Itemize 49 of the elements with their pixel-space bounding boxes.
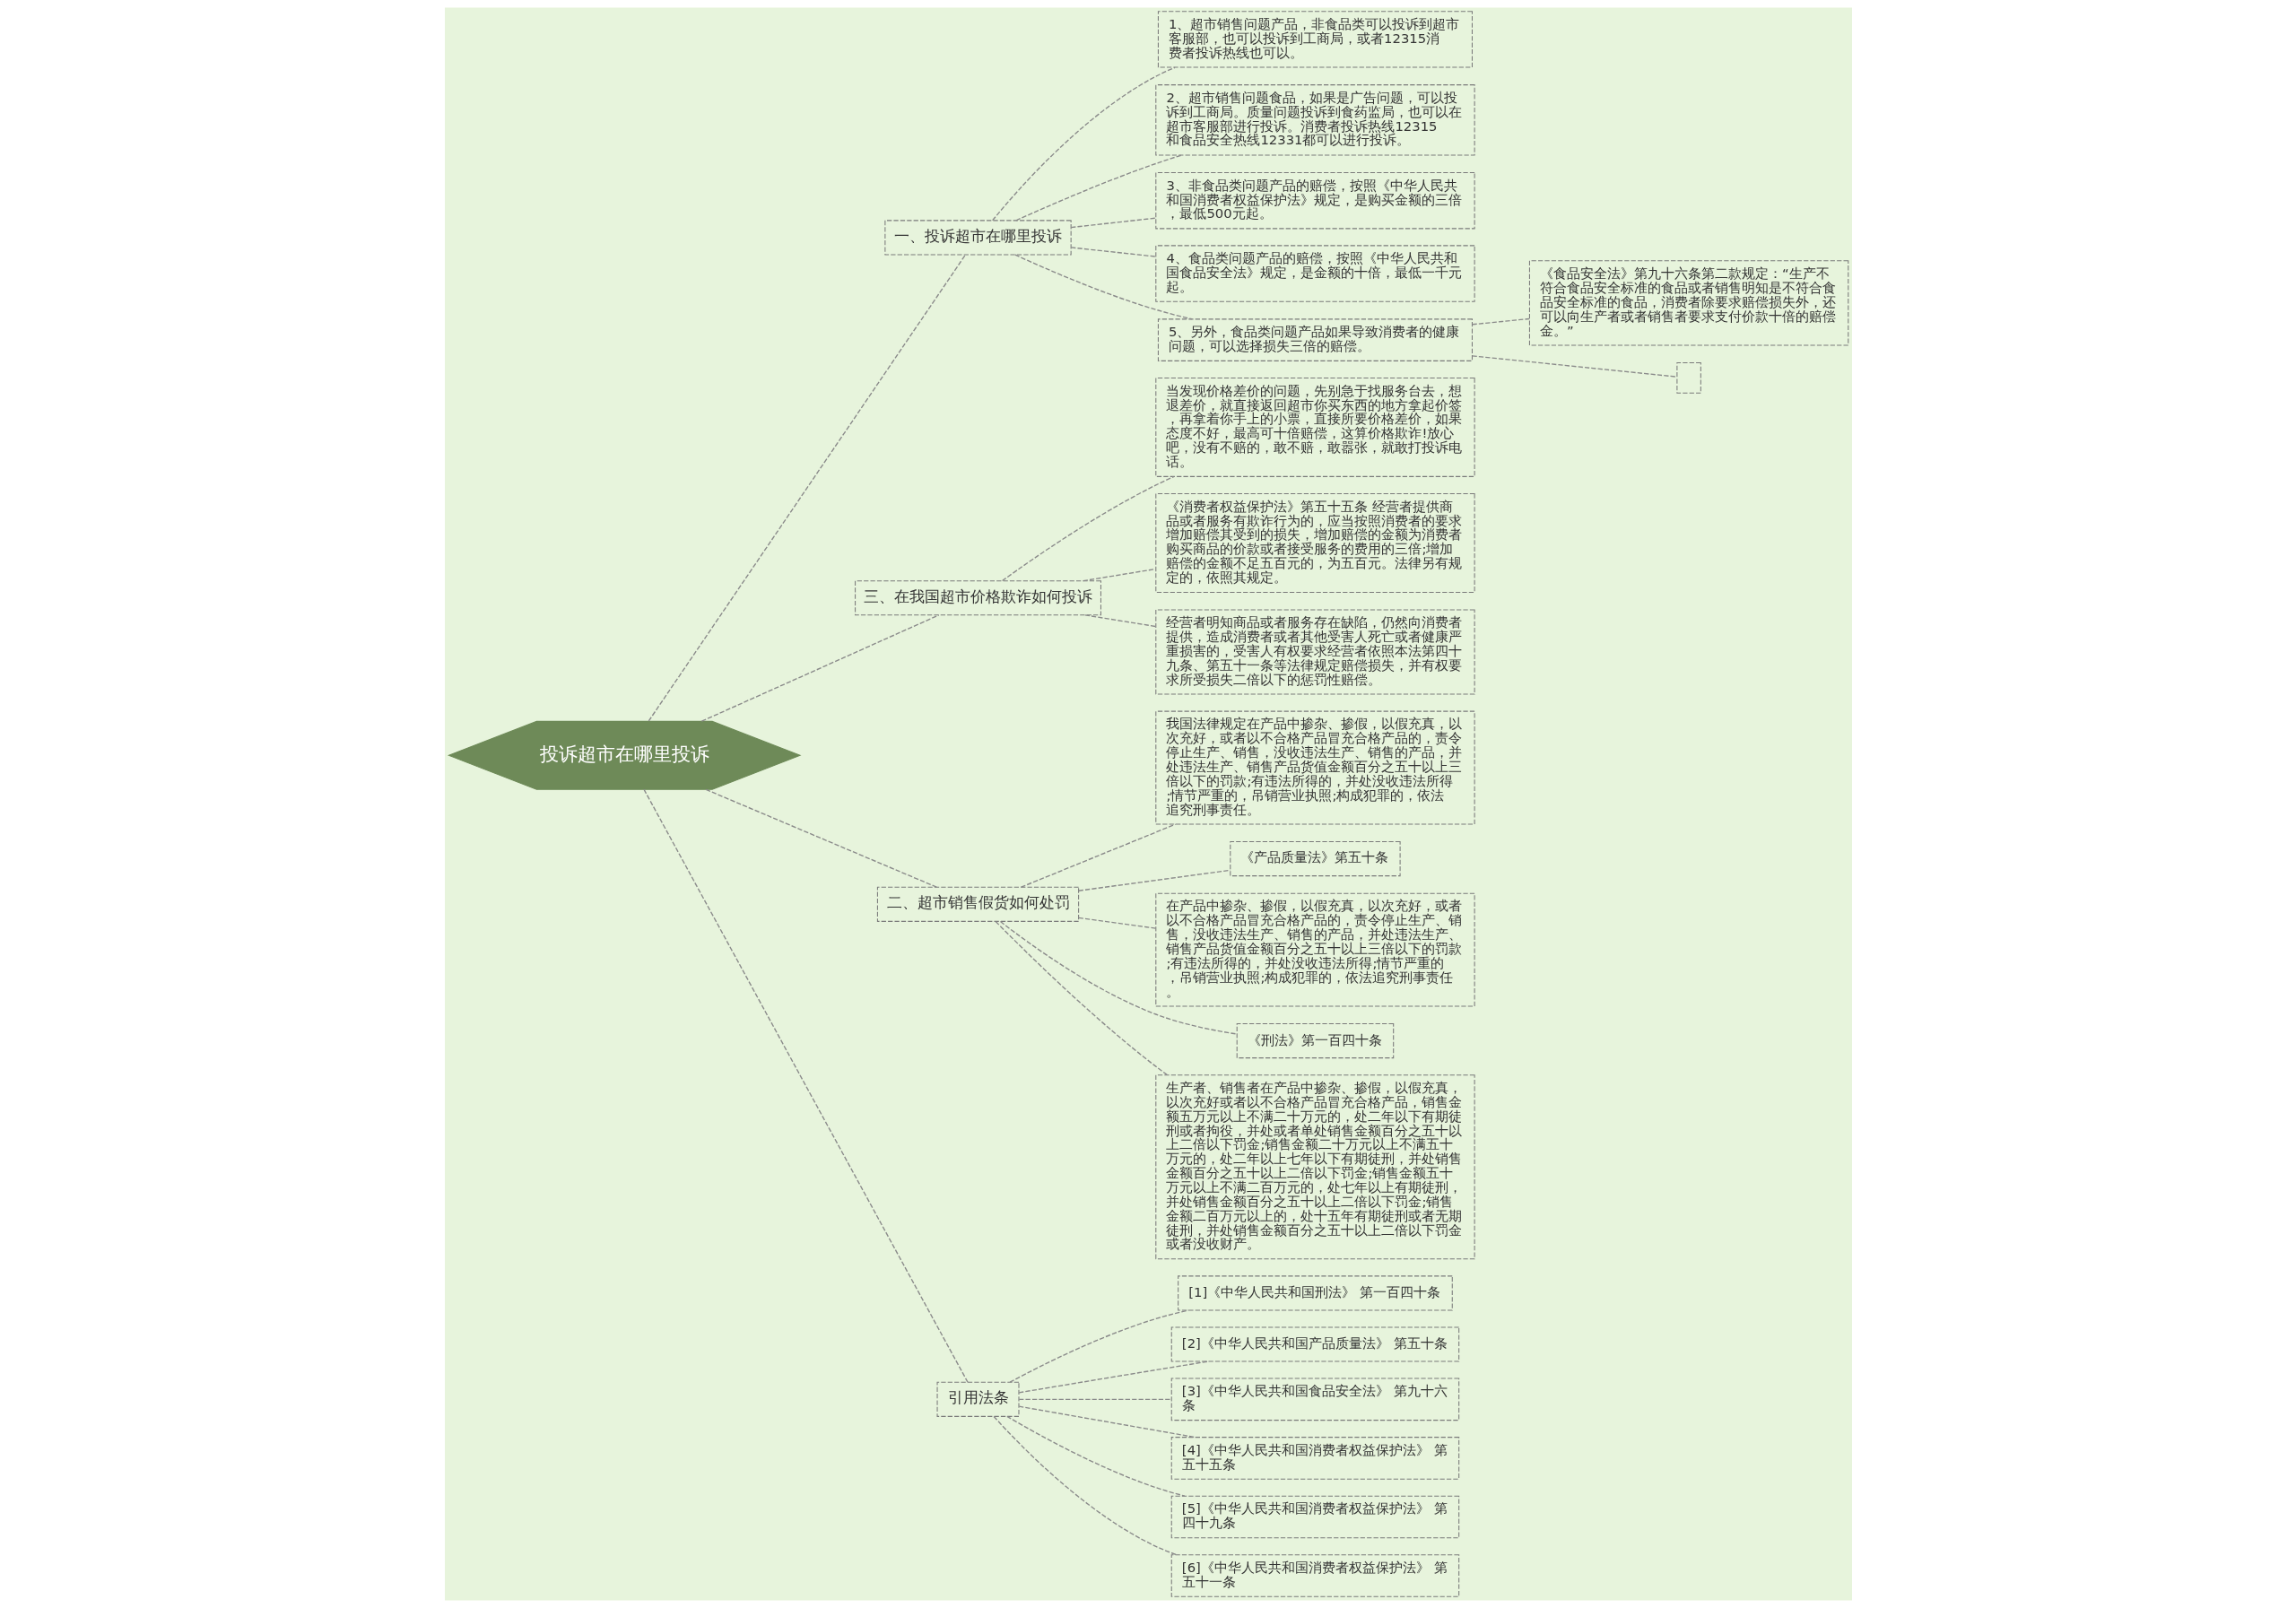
connector xyxy=(1005,1415,1186,1497)
connector xyxy=(1001,475,1174,582)
connector xyxy=(1018,1405,1196,1439)
node-box: 3、非食品类问题产品的赔偿，按照《中华人民共和国消费者权益保护法》规定，是购买金额的三倍，最低500元起。 xyxy=(1154,171,1475,230)
node-box: 三、在我国超市价格欺诈如何投诉 xyxy=(854,580,1101,616)
connector xyxy=(1018,1360,1209,1394)
node-box: [6]《中华人民共和国消费者权益保护法》 第五十一条 xyxy=(1170,1554,1459,1597)
node-box: 5、另外，食品类问题产品如果导致消费者的健康问题，可以选择损失三倍的赔偿。 xyxy=(1157,318,1473,361)
node-box: 2、超市销售问题食品，如果是广告问题，可以投诉到工商局。质量问题投诉到食药监局，也可以在超市客服部进行投诉。消费者投诉热线12315和食品安全热线12331都可以进行投诉。 xyxy=(1154,84,1475,156)
connector xyxy=(1077,869,1231,891)
connector xyxy=(1018,1398,1172,1401)
connector xyxy=(995,920,1168,1076)
connector xyxy=(991,66,1176,222)
connector xyxy=(1070,217,1156,229)
connector xyxy=(648,254,966,722)
connector xyxy=(1014,154,1182,222)
connector xyxy=(1083,614,1156,628)
node-box: 《消费者权益保护法》第五十五条 经营者提供商品或者服务有欺诈行为的，应当按照消费者的要求增加赔偿其受到的损失，增加赔偿的金额为消费者购买商品的价款或者接受服务的费用的三倍;增加赔偿的金额不足五百元的，为五百元。法律另有规定的，依照其规定。 xyxy=(1154,492,1475,593)
connector xyxy=(1020,823,1176,888)
node-box: [1]《中华人民共和国刑法》 第一百四十条 xyxy=(1177,1275,1453,1311)
connector xyxy=(1008,1309,1189,1383)
node-box: 4、食品类问题产品的赔偿，按照《中华人民共和国食品安全法》规定，是金额的十倍，最低一千元起。 xyxy=(1154,245,1475,302)
node-box: 我国法律规定在产品中掺杂、掺假，以假充真，以次充好，或者以不合格产品冒充合格产品的，责令停止生产、销售，没收违法生产、销售的产品，并处违法生产、销售产品货值金额百分之五十以上三倍以下的罚款;有违法所得的，并处没收违法所得;情节严重的，吊销营业执照;构成犯罪的，依法追究刑事责任。 xyxy=(1154,710,1475,825)
connector xyxy=(1082,568,1156,582)
connector xyxy=(992,1415,1178,1556)
connector xyxy=(642,788,969,1383)
connector xyxy=(1471,355,1677,378)
connector xyxy=(1077,917,1156,929)
connector xyxy=(1070,247,1156,257)
node-box: 在产品中掺杂、掺假，以假充真，以次充好，或者以不合格产品冒充合格产品的，责令停止生产、销售，没收违法生产、销售的产品，并处违法生产、销售产品货值金额百分之五十以上三倍以下的罚款;有违法所得的，并处没收违法所得;情节严重的，吊销营业执照;构成犯罪的，依法追究刑事责任。 xyxy=(1154,892,1475,1007)
node-box: 《刑法》第一百四十条 xyxy=(1236,1023,1394,1059)
node-box: [5]《中华人民共和国消费者权益保护法》 第四十九条 xyxy=(1170,1495,1459,1539)
node-box: 1、超市销售问题产品，非食品类可以投诉到超市客服部，也可以投诉到工商局，或者12315消费者投诉热线也可以。 xyxy=(1157,11,1473,68)
node-box: 当发现价格差价的问题，先别急于找服务台去，想退差价，就直接返回超市你买东西的地方拿起价签，再拿着你手上的小票，直接所要价格差价，如果态度不好，最高可十倍赔偿，这算价格欺诈!放心吧，没有不赔的，敢不赔，敢嚣张，就敢打投诉电话。 xyxy=(1154,377,1475,477)
node-box: 经营者明知商品或者服务存在缺陷，仍然向消费者提供，造成消费者或者其他受害人死亡或者健康严重损害的，受害人有权要求经营者依照本法第四十九条、第五十一条等法律规定赔偿损失，并有权要求所受损失二倍以下的惩罚性赔偿。 xyxy=(1154,609,1475,695)
node-box: 引用法条 xyxy=(936,1381,1019,1417)
node-box: [3]《中华人民共和国食品安全法》 第九十六条 xyxy=(1170,1378,1459,1421)
node-box: [4]《中华人民共和国消费者权益保护法》 第五十五条 xyxy=(1170,1437,1459,1480)
connector xyxy=(705,788,937,888)
node-box: 《食品安全法》第九十六条第二款规定：“生产不符合食品安全标准的食品或者销售明知是不符合食品安全标准的食品，消费者除要求赔偿损失外，还可以向生产者或者销售者要求支付价款十倍的赔偿金。” xyxy=(1528,260,1848,346)
node-box: 《产品质量法》第五十条 xyxy=(1229,841,1401,877)
node-box: 二、超市销售假货如何处罚 xyxy=(876,886,1079,922)
node-box xyxy=(1675,361,1701,394)
node-box: 生产者、销售者在产品中掺杂、掺假，以假充真，以次充好或者以不合格产品冒充合格产品，销售金额五万元以上不满二十万元的，处二年以下有期徒刑或者拘役，并处或者单处销售金额百分之五十以上二倍以下罚金;销售金额二十万元以上不满五十万元的，处二年以上七年以下有期徒刑，并处销售金额百分之五十以上二倍以下罚金;销售金额五十万元以上不满二百万元的，处七年以上有期徒刑，并处销售金额百分之五十以上二倍以下罚金;销售金额二百万元以上的，处十五年有期徒刑或者无期徒刑，并处销售金额百分之五十以上二倍以下罚金或者没收财产。 xyxy=(1154,1074,1475,1260)
connector xyxy=(999,920,1238,1035)
connector xyxy=(1471,317,1530,326)
connector xyxy=(700,614,939,722)
node-box: 一、投诉超市在哪里投诉 xyxy=(883,220,1072,256)
node-box: [2]《中华人民共和国产品质量法》 第五十条 xyxy=(1170,1326,1459,1362)
